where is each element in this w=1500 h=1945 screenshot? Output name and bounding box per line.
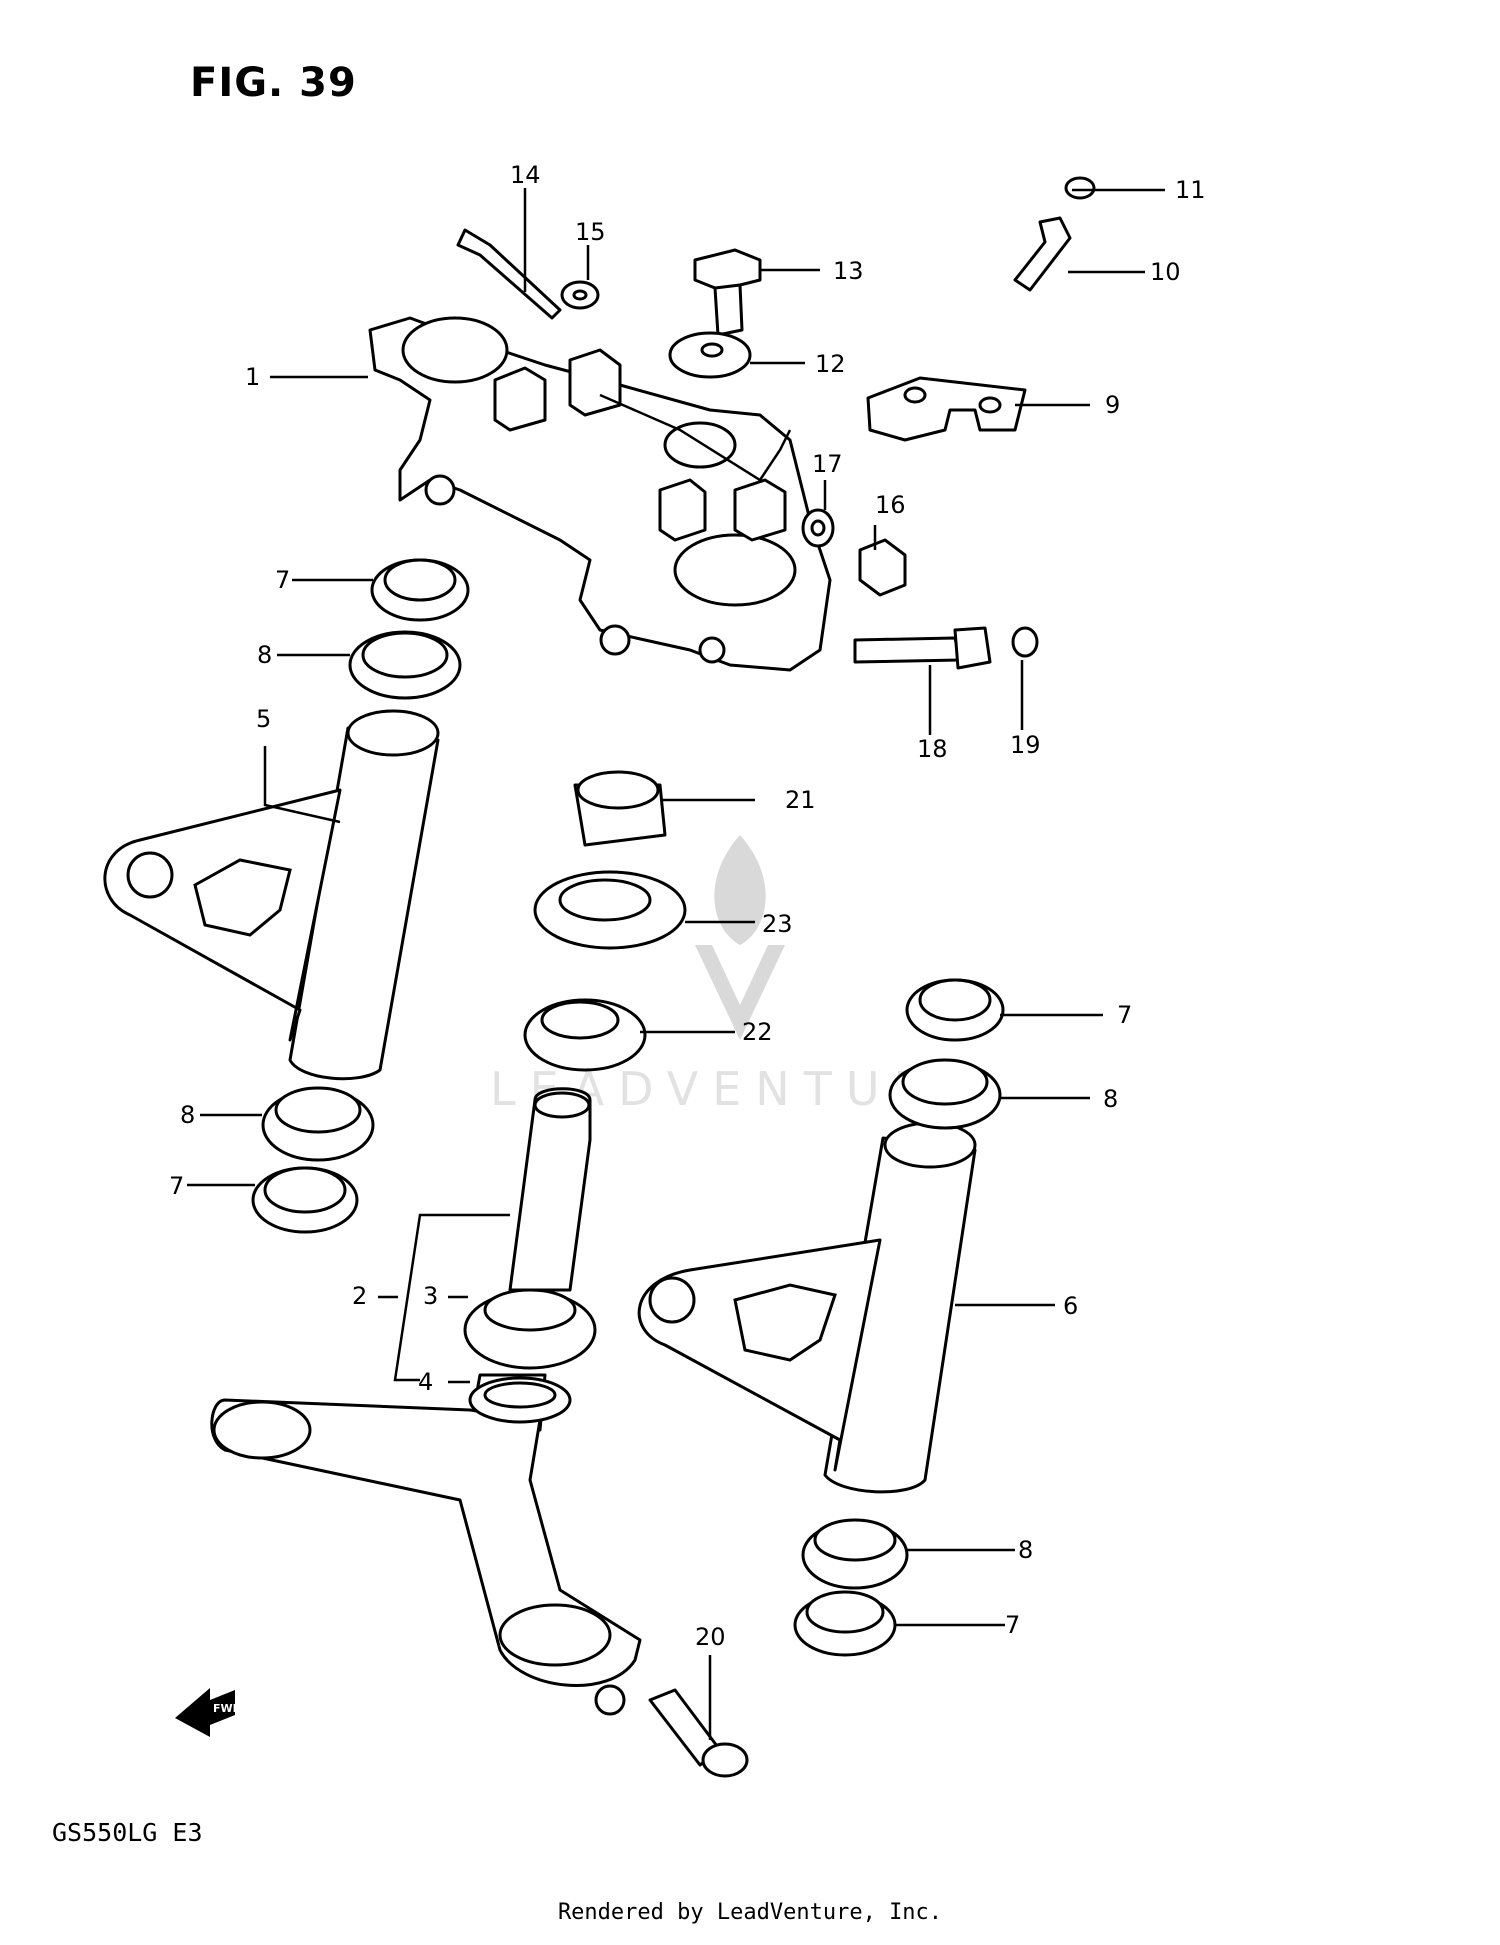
callout-18: 18 — [917, 735, 948, 763]
part-22-bearing — [523, 998, 647, 1072]
part-19-nut — [1011, 626, 1039, 658]
callout-8-left-bottom: 8 — [180, 1101, 195, 1129]
callout-11: 11 — [1175, 176, 1206, 204]
callout-8-left-top: 8 — [257, 641, 272, 669]
leader-lines — [187, 188, 1165, 1740]
watermark-flame-icon — [714, 835, 766, 945]
part-13-bolt — [693, 248, 762, 337]
part-14-bolt — [456, 228, 562, 320]
render-credit: Rendered by LeadVenture, Inc. — [557, 1900, 943, 1925]
callout-numbers: 1 2 3 4 5 6 7 8 9 10 11 12 13 14 15 16 1… — [169, 161, 1206, 1651]
callout-6: 6 — [1063, 1292, 1078, 1320]
part-8-ring-right-top — [888, 1058, 1002, 1130]
callout-21: 21 — [785, 786, 816, 814]
callout-9: 9 — [1105, 391, 1120, 419]
callout-10: 10 — [1150, 258, 1181, 286]
callout-13: 13 — [833, 257, 864, 285]
callout-22: 22 — [742, 1018, 773, 1046]
callout-20: 20 — [695, 1623, 726, 1651]
callout-7-right-bottom: 7 — [1005, 1611, 1020, 1639]
callout-16: 16 — [875, 491, 906, 519]
callout-2: 2 — [352, 1282, 367, 1310]
part-3-bearing — [463, 1288, 597, 1370]
part-7-ring-left-bottom — [251, 1166, 359, 1234]
part-10-bolt — [1013, 216, 1072, 292]
callout-4: 4 — [418, 1368, 433, 1396]
callout-7-right-top: 7 — [1117, 1001, 1132, 1029]
part-9-clamp — [866, 376, 1027, 442]
part-18-bolt — [853, 626, 992, 670]
part-21-nut — [573, 770, 667, 847]
callout-3: 3 — [423, 1282, 438, 1310]
callout-7-left-bottom: 7 — [169, 1172, 184, 1200]
watermark-v-icon — [695, 945, 785, 1040]
callout-7-left-top: 7 — [275, 566, 290, 594]
callout-5: 5 — [256, 705, 271, 733]
fwd-arrow-icon: FWD — [175, 1688, 242, 1737]
part-6-right-tube — [637, 1121, 977, 1494]
callout-23: 23 — [762, 910, 793, 938]
part-12-collar — [668, 331, 752, 379]
part-5-left-tube — [103, 709, 440, 1081]
part-11-screw — [1064, 176, 1096, 200]
part-17-washer — [801, 508, 835, 548]
part-8-ring-left-top — [348, 630, 462, 700]
callout-8-right-top: 8 — [1103, 1085, 1118, 1113]
part-16-nut — [858, 538, 907, 597]
model-code: GS550LG E3 — [52, 1818, 203, 1847]
part-7-ring-right-top — [905, 978, 1005, 1042]
figure-title: FIG. 39 — [190, 60, 357, 106]
callout-14: 14 — [510, 161, 541, 189]
callout-17: 17 — [812, 450, 843, 478]
part-7-ring-left-top — [370, 558, 470, 622]
callout-1: 1 — [245, 363, 260, 391]
callout-12: 12 — [815, 350, 846, 378]
fwd-label: FWD — [213, 1702, 242, 1715]
callout-19: 19 — [1010, 731, 1041, 759]
callout-15: 15 — [575, 218, 606, 246]
callout-8-right-bottom: 8 — [1018, 1536, 1033, 1564]
part-20-bolt — [648, 1688, 749, 1778]
part-1-upper-bracket — [368, 316, 832, 672]
part-15-washer — [560, 280, 600, 310]
part-4-seal — [468, 1376, 572, 1424]
part-23-seal — [533, 870, 687, 950]
part-8-ring-right-bottom — [801, 1518, 909, 1590]
part-8-ring-left-bottom — [261, 1086, 375, 1162]
part-7-ring-right-bottom — [793, 1590, 897, 1657]
